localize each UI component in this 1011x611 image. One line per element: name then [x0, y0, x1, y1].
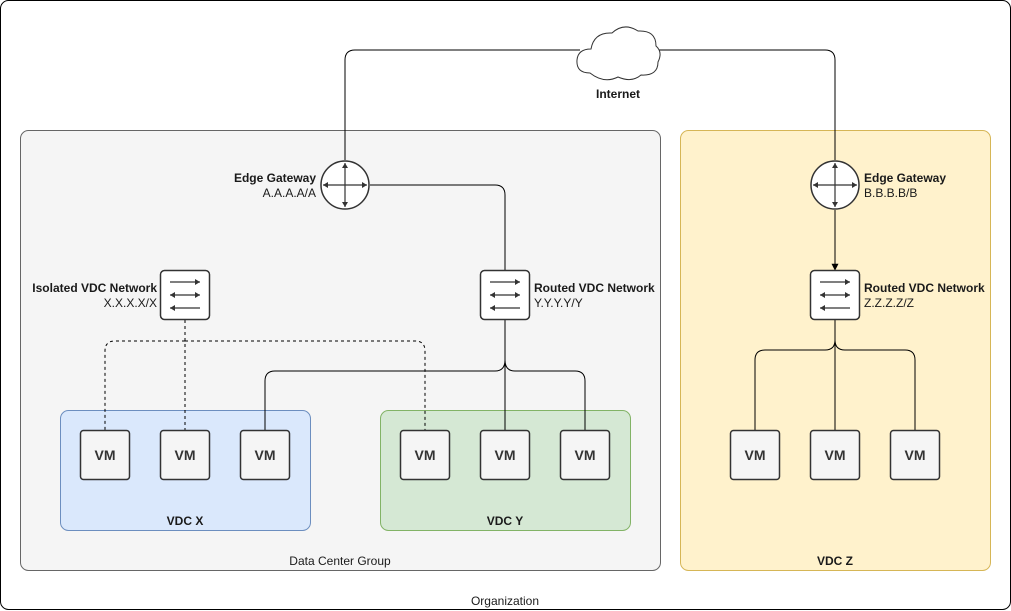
vdc-x-label: VDC X: [167, 514, 204, 528]
routed-network-y-name: Routed VDC Network: [534, 281, 655, 295]
routed-network-z-switch-icon: [809, 269, 861, 321]
routed-y-links: [264, 320, 586, 430]
isolated-network-switch-icon: [159, 269, 211, 321]
vm-label: VM: [495, 447, 516, 463]
vdc-x-vm-1: VM: [79, 429, 131, 481]
vdc-z-vm-1: VM: [729, 429, 781, 481]
internet-cloud-icon: [576, 26, 661, 81]
edge-gateway-a-name: Edge Gateway: [234, 171, 316, 185]
vm-label: VM: [905, 447, 926, 463]
vdc-z-vm-3: VM: [889, 429, 941, 481]
routed-z-links: [754, 320, 916, 430]
edge-gateway-a-router-icon: [320, 160, 370, 210]
routed-network-y-address: Y.Y.Y.Y/Y: [534, 296, 583, 310]
edge-gateway-b-router-icon: [810, 160, 860, 210]
vm-label: VM: [825, 447, 846, 463]
vdc-y-vm-3: VM: [559, 429, 611, 481]
internet-to-edge-gateway-a-link: [344, 49, 580, 160]
routed-network-z-name: Routed VDC Network: [864, 281, 985, 295]
vm-label: VM: [95, 447, 116, 463]
internet-label: Internet: [596, 87, 640, 101]
vdc-z-label: VDC Z: [817, 554, 853, 568]
edge-gateway-a-to-routed-y-link: [370, 184, 506, 270]
vdc-x-vm-3: VM: [239, 429, 291, 481]
vdc-y-label: VDC Y: [487, 514, 523, 528]
vm-label: VM: [575, 447, 596, 463]
routed-network-y-switch-icon: [479, 269, 531, 321]
vm-label: VM: [255, 447, 276, 463]
vm-label: VM: [175, 447, 196, 463]
vdc-y-vm-1: VM: [399, 429, 451, 481]
vdc-x-vm-2: VM: [159, 429, 211, 481]
routed-network-z-address: Z.Z.Z.Z/Z: [864, 296, 914, 310]
edge-gateway-a-address: A.A.A.A/A: [263, 186, 316, 200]
isolated-network-links: [104, 320, 426, 430]
organization-label: Organization: [471, 594, 539, 608]
isolated-network-name: Isolated VDC Network: [32, 281, 157, 295]
edge-gateway-b-address: B.B.B.B/B: [864, 186, 917, 200]
data-center-group-label: Data Center Group: [289, 554, 391, 568]
vm-label: VM: [415, 447, 436, 463]
edge-gateway-b-name: Edge Gateway: [864, 171, 946, 185]
vm-label: VM: [745, 447, 766, 463]
vdc-z-vm-2: VM: [809, 429, 861, 481]
internet-to-edge-gateway-b-link: [658, 49, 836, 160]
vdc-y-vm-2: VM: [479, 429, 531, 481]
isolated-network-address: X.X.X.X/X: [104, 296, 157, 310]
